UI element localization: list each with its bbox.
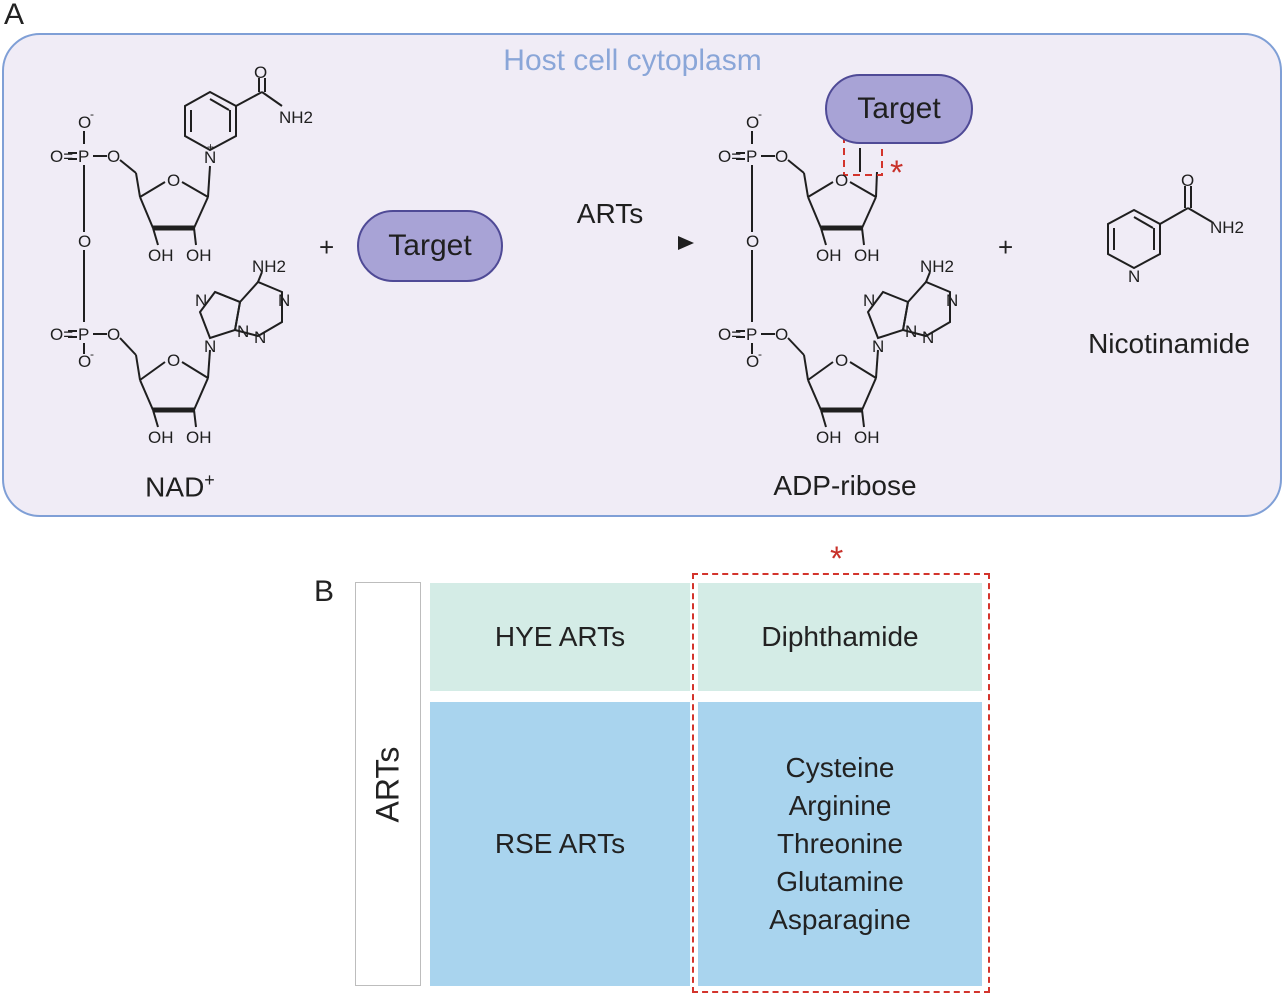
atom-p: P — [78, 325, 89, 344]
target-residue-list: Cysteine Arginine Threonine Glutamine As… — [769, 749, 911, 939]
atom-o: O — [775, 325, 788, 344]
atom-oh: OH — [816, 428, 842, 447]
arts-side-label: ARTs — [355, 582, 421, 986]
panel-b-letter: B — [314, 575, 335, 608]
atom-o: O — [167, 171, 180, 190]
atom-n: N — [278, 291, 290, 310]
atom-o: O — [835, 171, 848, 190]
target-residue: Arginine — [788, 790, 892, 821]
atom-n: N — [254, 328, 266, 347]
target-residue: Asparagine — [769, 904, 911, 935]
atom-oh: OH — [148, 428, 174, 447]
atom-o: O — [167, 351, 180, 370]
atom-p: P — [746, 325, 757, 344]
atom-o: O — [107, 147, 120, 166]
target-residue: Glutamine — [776, 866, 904, 897]
atom-o: O — [746, 113, 759, 132]
atom-o: O — [1181, 171, 1194, 190]
atom-oh: OH — [854, 428, 880, 447]
atom-oh: OH — [816, 246, 842, 265]
atom-nh2: NH2 — [1210, 218, 1244, 237]
product-target-pill: Target — [825, 74, 973, 144]
atom-n: N — [195, 291, 207, 310]
nad-caption: NAD+ — [100, 470, 260, 503]
atom-o: O — [78, 113, 91, 132]
target-residue: Cysteine — [785, 752, 895, 783]
atom-eq-o: O= — [50, 147, 73, 166]
charge-plus: + — [207, 140, 214, 154]
target-residue: Diphthamide — [761, 621, 919, 652]
nad-name: NAD — [145, 471, 205, 503]
rse-arts-target-cell: Cysteine Arginine Threonine Glutamine As… — [698, 702, 982, 986]
atom-n: N — [922, 328, 934, 347]
atom-n: N — [237, 322, 249, 341]
arts-side-label-text: ARTs — [369, 746, 406, 822]
plus-sign: + — [998, 232, 1014, 262]
target-residue-asterisk: * — [830, 540, 844, 578]
atom-n: N — [905, 322, 917, 341]
arrow-label: ARTs — [576, 198, 644, 229]
atom-o: O — [746, 352, 759, 371]
atom-eq-o: O= — [718, 147, 741, 166]
plus-sign: + — [319, 232, 335, 262]
host-cytoplasm-compartment — [2, 33, 1282, 517]
charge-minus: - — [758, 347, 762, 361]
atom-n: N — [872, 337, 884, 356]
atom-o: O — [746, 232, 759, 251]
charge-minus: - — [758, 107, 762, 121]
target-residue: Threonine — [776, 828, 904, 859]
atom-oh: OH — [186, 428, 212, 447]
nad-charge: + — [204, 470, 215, 490]
atom-o: O — [78, 352, 91, 371]
charge-minus: - — [90, 347, 94, 361]
rse-arts-family-cell: RSE ARTs — [430, 702, 690, 986]
target-residue-highlight-box — [692, 573, 990, 993]
reaction-arrow-head — [678, 236, 694, 250]
atom-o: O — [107, 325, 120, 344]
atom-oh: OH — [186, 246, 212, 265]
atom-o: O — [78, 232, 91, 251]
charge-minus: - — [90, 107, 94, 121]
atom-n: N — [863, 291, 875, 310]
atom-o: O — [835, 351, 848, 370]
atom-nh2: NH2 — [252, 257, 286, 276]
arts-side-box — [355, 582, 421, 986]
adp-ribose-caption: ADP-ribose — [773, 470, 917, 501]
atom-eq-o: O= — [718, 325, 741, 344]
atom-o: O — [254, 63, 267, 82]
atom-eq-o: O= — [50, 325, 73, 344]
atom-nh2: NH2 — [920, 257, 954, 276]
linkage-asterisk: * — [890, 154, 904, 192]
atom-nh2: NH2 — [279, 108, 313, 127]
atom-p: P — [746, 147, 757, 166]
hye-arts-target-cell: Diphthamide — [698, 583, 982, 691]
hye-arts-family-cell: HYE ARTs — [430, 583, 690, 691]
atom-o: O — [775, 147, 788, 166]
compartment-label: Host cell cytoplasm — [503, 44, 762, 77]
nicotinamide-caption: Nicotinamide — [1088, 328, 1250, 359]
atom-oh: OH — [148, 246, 174, 265]
atom-n: N — [946, 291, 958, 310]
atom-n: N — [1128, 267, 1140, 286]
panel-a-letter: A — [4, 0, 25, 31]
atom-p: P — [78, 147, 89, 166]
atom-n: N — [204, 337, 216, 356]
atom-oh: OH — [854, 246, 880, 265]
target-pill: Target — [357, 210, 503, 282]
atom-n-plus: N — [204, 148, 216, 167]
